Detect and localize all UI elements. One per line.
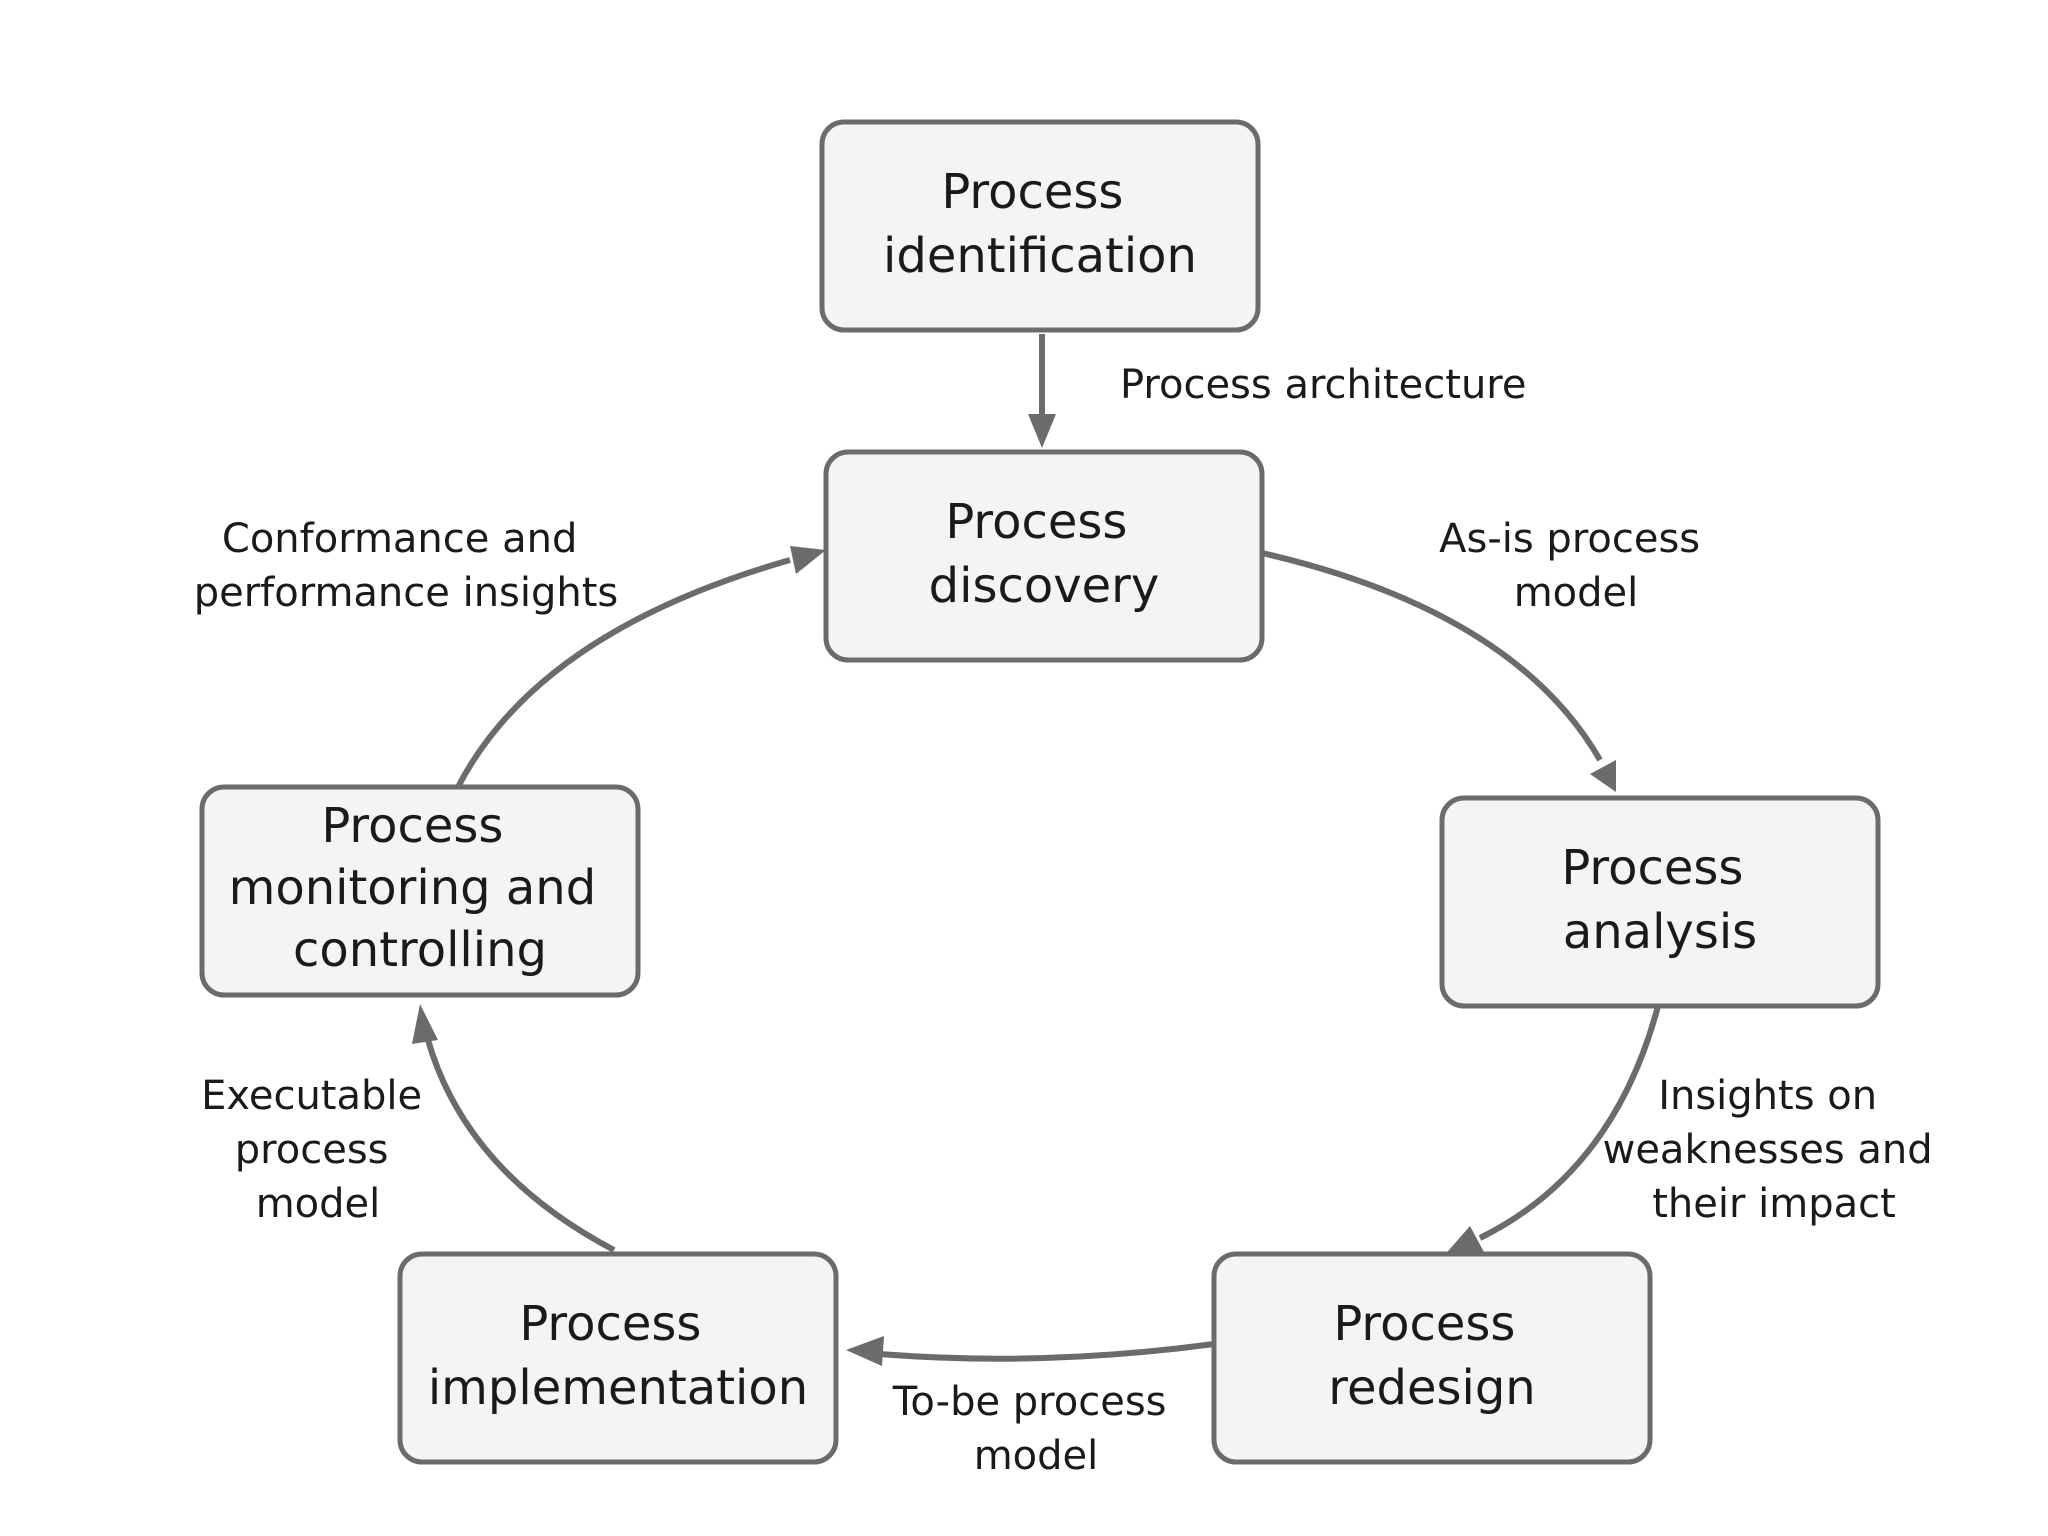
node-box [819, 119, 1261, 333]
node-label-line: identification [883, 228, 1197, 284]
edge-discovery-to-analysis [1261, 550, 1616, 792]
node-label: Process implementation [428, 1296, 808, 1416]
edge-line [425, 1039, 616, 1253]
node-label: Process analysis [1561, 840, 1758, 960]
node-label-line: analysis [1563, 904, 1757, 960]
node-box [397, 1251, 839, 1465]
node-process-identification: Process identification [819, 119, 1261, 333]
edge-label-line: Insights on [1658, 1073, 1877, 1119]
edge-label-conformance-insights: Conformance and performance insights [194, 516, 619, 616]
edge-label-line: To-be process [892, 1379, 1167, 1425]
node-box [1439, 795, 1881, 1009]
node-box [823, 449, 1265, 663]
edge-line [1261, 550, 1603, 762]
edge-label-line: Conformance and [222, 516, 577, 562]
node-label-line: implementation [428, 1360, 808, 1416]
edge-label-to-be-process-model: To-be process model [892, 1379, 1179, 1479]
edge-label-line: Executable [201, 1073, 422, 1119]
edge-line [455, 557, 791, 789]
edge-label-line: performance insights [194, 570, 619, 616]
node-process-implementation: Process implementation [397, 1251, 839, 1465]
edge-implementation-to-monitoring [412, 1004, 616, 1253]
edge-label-line: model [974, 1433, 1099, 1479]
edge-line [879, 1341, 1215, 1362]
edge-monitoring-to-discovery [455, 546, 826, 789]
node-label-line: Process [321, 798, 503, 854]
node-label-line: monitoring and [229, 860, 597, 916]
arrow-head [1028, 414, 1056, 448]
node-label-line: redesign [1328, 1360, 1535, 1416]
arrow-head [790, 546, 826, 574]
edge-label-line: process [235, 1127, 389, 1173]
edge-label-line: model [256, 1181, 381, 1227]
arrow-head [1442, 1226, 1484, 1258]
node-label-line: discovery [929, 558, 1160, 614]
node-label: Process discovery [929, 494, 1160, 614]
edge-label-line: weaknesses and [1603, 1127, 1933, 1173]
node-label-line: Process [519, 1296, 701, 1352]
arrow-head [412, 1004, 438, 1044]
node-label-line: Process [1561, 840, 1743, 896]
edge-label-insights-on-weaknesses: Insights on weaknesses and their impact [1603, 1073, 1946, 1227]
node-box [1211, 1251, 1653, 1465]
edge-redesign-to-implementation [846, 1336, 1215, 1366]
node-process-redesign: Process redesign [1211, 1251, 1653, 1465]
edge-line [1478, 1005, 1661, 1241]
arrow-head [1590, 760, 1616, 792]
node-process-monitoring-and-controlling: Process monitoring and controlling [199, 784, 641, 998]
edge-label-as-is-process-model: As-is process model [1439, 516, 1713, 616]
node-label-line: Process [945, 494, 1127, 550]
node-label-line: Process [1333, 1296, 1515, 1352]
node-process-analysis: Process analysis [1439, 795, 1881, 1009]
edge-label-line: their impact [1652, 1181, 1896, 1227]
node-label: Process redesign [1328, 1296, 1535, 1416]
node-label: Process monitoring and controlling [229, 798, 612, 978]
node-process-discovery: Process discovery [823, 449, 1265, 663]
edge-label-line: Process architecture [1120, 362, 1526, 408]
edge-label-process-architecture: Process architecture [1120, 362, 1526, 408]
edge-label-line: As-is process [1439, 516, 1700, 562]
edge-analysis-to-redesign [1442, 1005, 1661, 1258]
edge-identification-to-discovery [1028, 334, 1056, 448]
edge-label-executable-process-model: Executable process model [201, 1073, 435, 1227]
node-label-line: Process [941, 164, 1123, 220]
edge-label-line: model [1514, 570, 1639, 616]
node-label: Process identification [883, 164, 1197, 284]
arrow-head [846, 1336, 884, 1366]
node-label-line: controlling [293, 922, 547, 978]
node-box [199, 784, 641, 998]
